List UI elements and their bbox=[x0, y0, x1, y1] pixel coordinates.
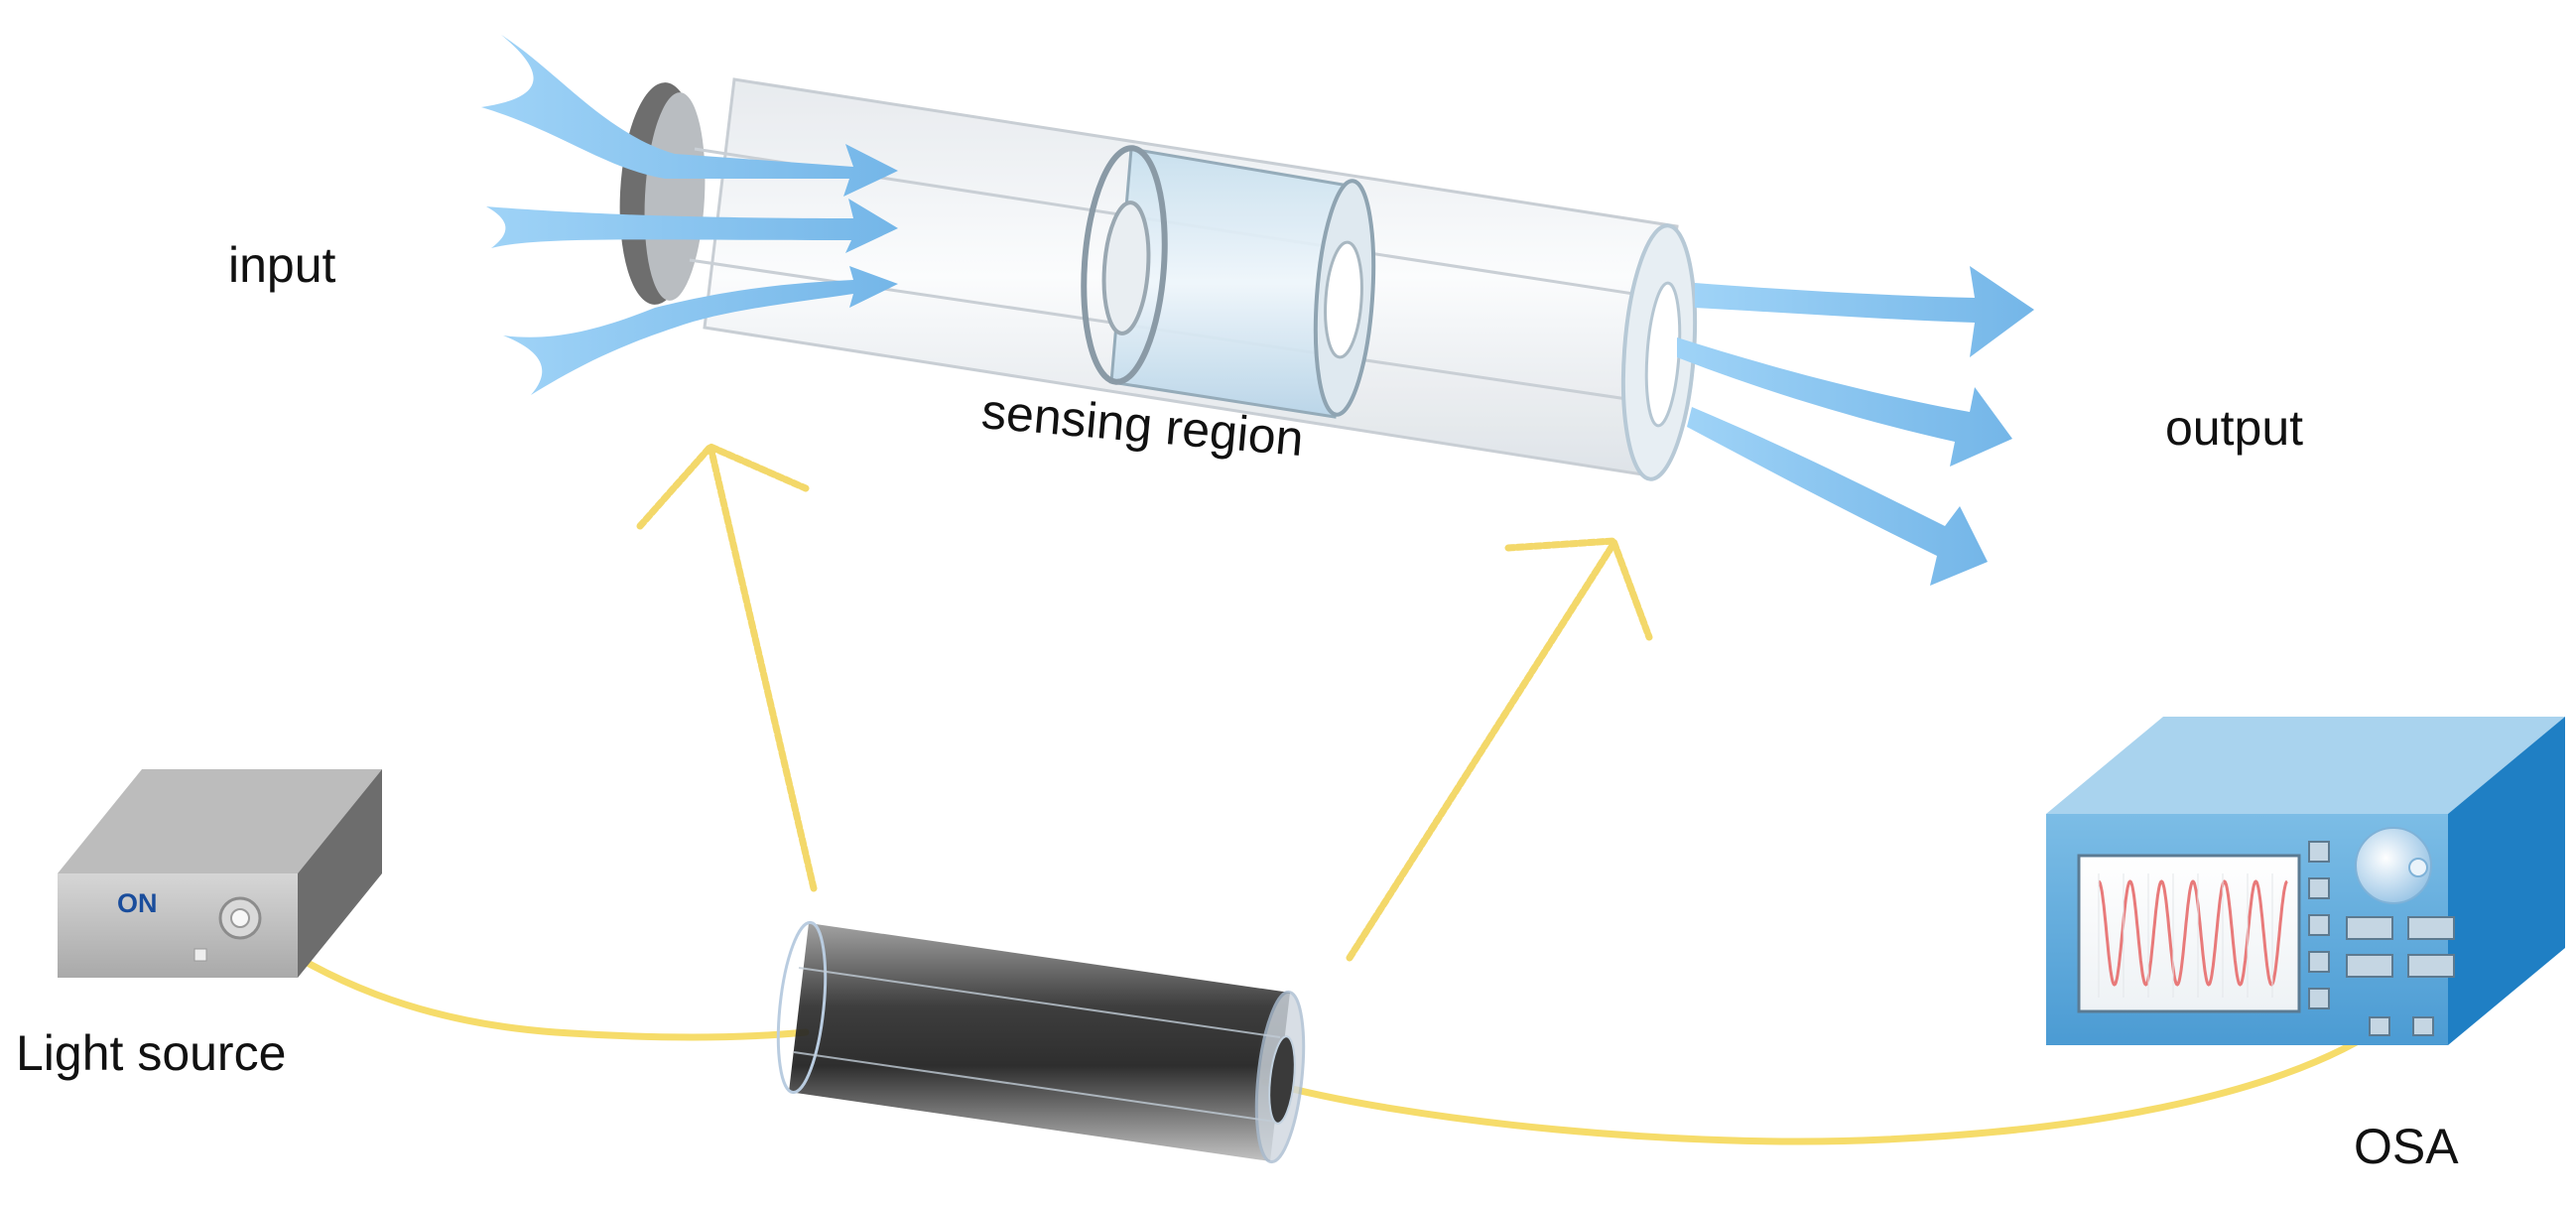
osa-knob bbox=[2355, 827, 2432, 904]
flow-arrow-icon bbox=[1695, 266, 2034, 357]
osa-buttons bbox=[2308, 841, 2455, 1036]
fiber-coupler-to-osa bbox=[1261, 1024, 2383, 1145]
sensing-sleeve-right-hole bbox=[1324, 240, 1363, 359]
output-flow-arrows bbox=[1677, 266, 2034, 586]
fiber-source-to-coupler bbox=[234, 914, 810, 1041]
osa-top bbox=[2046, 717, 2565, 814]
coupler-cylinder-icon bbox=[776, 920, 1306, 1164]
input-flow-arrows bbox=[481, 35, 898, 395]
light-source-label: Light source bbox=[16, 1025, 287, 1081]
light-source-box-icon bbox=[58, 769, 382, 978]
osa-screen bbox=[2077, 854, 2301, 1013]
light-arrow-left bbox=[707, 443, 818, 892]
sensing-sleeve-left-ring bbox=[1081, 145, 1168, 385]
sensing-fiber bbox=[619, 77, 1698, 481]
flow-arrow-icon bbox=[486, 199, 898, 253]
output-label: output bbox=[2165, 400, 2304, 456]
osa-grid bbox=[2098, 873, 2273, 998]
flow-arrow-icon bbox=[481, 35, 898, 197]
osa-label: OSA bbox=[2354, 1119, 2459, 1174]
osa-side bbox=[2448, 717, 2565, 1045]
input-label: input bbox=[228, 237, 336, 293]
light-arrow-left-head bbox=[636, 442, 810, 530]
sensing-sleeve-inner-ring bbox=[1101, 201, 1151, 335]
coupler-left-end bbox=[776, 920, 828, 1095]
light-arrow-right-head bbox=[1504, 537, 1653, 641]
light-path-arrows bbox=[636, 442, 1653, 962]
on-indicator-label: ON bbox=[117, 888, 158, 918]
coupler-core-lines bbox=[793, 967, 1281, 1123]
osa-knob-center bbox=[2408, 858, 2428, 877]
flow-arrow-icon bbox=[1687, 407, 1988, 586]
fiber-lines bbox=[234, 914, 2383, 1145]
flow-arrow-icon bbox=[1677, 337, 2012, 467]
osa-waveform bbox=[2098, 879, 2288, 987]
osa-instrument-icon bbox=[2046, 717, 2565, 1045]
light-source-front bbox=[58, 873, 298, 978]
coupler-right-hole bbox=[1268, 1035, 1296, 1125]
tube-left-end bbox=[644, 92, 706, 301]
flow-arrow-icon bbox=[503, 266, 898, 395]
light-source-top bbox=[58, 769, 382, 873]
light-arrow-right bbox=[1346, 540, 1617, 962]
light-source-port-center bbox=[230, 908, 250, 928]
light-source-button bbox=[193, 948, 207, 962]
light-source-side bbox=[298, 769, 382, 978]
coupler-body bbox=[789, 923, 1290, 1161]
